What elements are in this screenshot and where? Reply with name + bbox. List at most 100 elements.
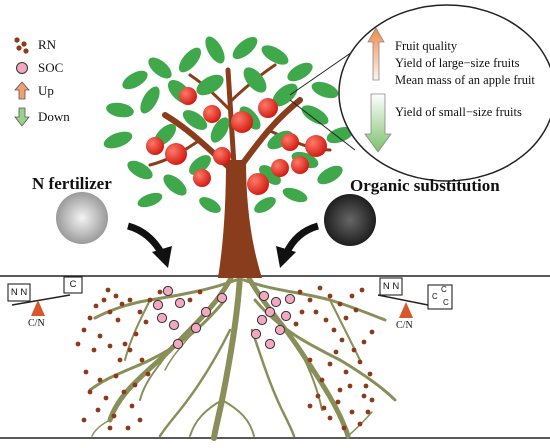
soc-particle [174,297,186,309]
legend-down-label: Down [38,109,70,124]
rn-particle [343,369,349,375]
rn-particle [335,399,341,405]
rn-particle [137,309,143,315]
right-scale-cn-label: C/N [396,320,413,331]
rn-particle [101,297,107,303]
n-fertilizer-label: N fertilizer [32,174,112,193]
rn-particle [75,341,81,347]
callout-up-list: Fruit quality Yield of large−size fruits… [395,38,535,89]
rn-particle [351,347,357,353]
rn-particle [147,297,153,303]
tree-trunk [218,160,262,278]
rn-particle [315,393,321,399]
rn-particle [313,309,319,315]
rn-particle [111,413,117,419]
rn-particle [293,321,299,327]
rn-particle [87,315,93,321]
up-arrow-icon [14,81,30,100]
rn-particle [95,407,101,413]
rn-particle [307,357,313,363]
rn-particle [347,383,353,389]
rn-particle [353,307,359,313]
left-balance-scale [7,276,83,316]
callout-up-arrow-icon [367,27,385,81]
rn-particle [132,382,138,388]
callout-down-arrow-icon [364,93,392,153]
rn-dots-icon [14,37,29,54]
rn-particle [323,317,329,323]
left-curved-arrow [126,222,166,256]
legend-rn-label: RN [38,37,57,52]
rn-particle [367,371,373,377]
rn-particle [113,293,119,299]
rn-particle [143,319,149,325]
rn-particle [119,301,125,307]
rn-particle [327,293,333,299]
rn-particle [333,349,339,355]
soc-particle [274,324,286,336]
callout-circle [338,4,550,182]
soc-particle [250,328,262,340]
rn-particle [115,317,121,323]
rn-particle [361,393,367,399]
rn-particle [341,425,347,431]
callout-up-item-2: Yield of large−size fruits [395,56,520,70]
soc-particle [190,322,202,334]
legend-soc-label: SOC [38,60,64,75]
rn-particle [137,417,143,423]
soc-particle [216,292,228,304]
soc-particle [172,338,184,350]
rn-particle [331,327,337,333]
soc-circle-icon [16,62,28,74]
rn-particle [83,369,89,375]
soc-particle [156,312,168,324]
rn-particle [103,395,109,401]
rn-particle [117,357,123,363]
apples [146,87,327,195]
rn-particle [187,297,193,303]
right-scale-c-bot-label: C [443,298,449,307]
soc-particle [280,310,292,322]
rn-particle [129,403,135,409]
rn-particle [81,327,87,333]
rn-particle [107,309,113,315]
rn-particle [349,293,355,299]
soc-soil-particles [152,285,296,350]
rn-particle [133,331,139,337]
left-scale-cn-label: C/N [28,318,45,329]
root-system [88,273,397,441]
rn-particle [81,417,87,423]
rn-particle [127,297,133,303]
left-scale-c-label: C [69,279,77,290]
rn-particle [307,403,313,409]
soc-particle [152,299,164,311]
rn-particle [297,289,303,295]
callout-up-item-1: Fruit quality [395,39,458,53]
rn-particle [327,361,333,367]
callout-down-item-1: Yield of small−size fruits [395,105,522,119]
right-scale-c-mid-label: C [432,292,438,301]
n-fertilizer-icon [56,192,108,244]
rn-particle [121,389,127,395]
right-scale-c-top-label: C [441,285,447,294]
rn-particle [299,309,305,315]
rn-particle [359,287,365,293]
down-arrow-icon [14,107,30,127]
rn-particle [357,359,363,365]
rn-particle [337,387,343,393]
rn-particle [107,343,113,349]
rn-particle [197,289,203,295]
right-curved-arrow [282,222,320,256]
soc-particle [284,293,296,305]
legend-up-label: Up [38,83,54,98]
rn-particle [327,415,333,421]
rn-particle [105,287,111,293]
rn-particle [319,377,325,383]
rn-particle [339,337,345,343]
rn-particle [361,339,367,345]
rn-particle [139,357,145,363]
rn-particle [369,329,375,335]
rn-particle [127,347,133,353]
